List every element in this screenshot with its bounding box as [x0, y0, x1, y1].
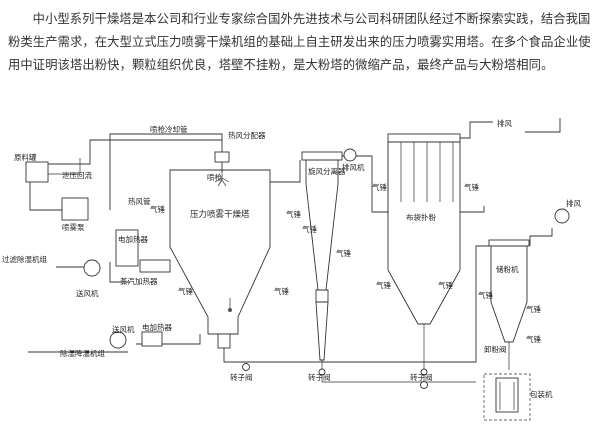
label-cyclone: 旋风分离器: [308, 166, 346, 176]
label-rotary-valve-3: 转子阀: [410, 372, 433, 382]
label-air-hammer: 气锤: [274, 286, 289, 296]
electric-heater-2: [141, 331, 163, 347]
label-exhaust-fan: 排风机: [342, 162, 365, 172]
label-blower-2: 送风机: [112, 324, 135, 334]
air-ducts: [28, 118, 561, 353]
intro-paragraph: 中小型系列干燥塔是本公司和行业专家综合国外先进技术与公司科研团队经过不断探索实践…: [8, 12, 591, 72]
spray-pump: [61, 197, 89, 221]
label-pressure-reflux: 泄压回流: [62, 170, 92, 180]
exhaust-fan: [343, 148, 357, 162]
label-dehumidifier: 除湿降温机组: [60, 348, 105, 358]
label-storage-bin: 储粉机: [496, 264, 519, 274]
blower-1: [83, 259, 101, 277]
raw-material-tank: [25, 161, 49, 183]
label-rotary-valve-1: 转子阀: [230, 372, 253, 382]
rotary-valve-3: [420, 381, 428, 389]
label-spray-gun: 喷枪: [207, 172, 222, 182]
steam-heater: [139, 259, 171, 273]
label-electric-heater-2: 电加热器: [142, 322, 172, 332]
bag-filter: [387, 133, 461, 376]
label-air-hammer: 气锤: [302, 224, 317, 234]
label-air-hammer: 气锤: [150, 204, 165, 214]
electric-heater-1: [115, 229, 139, 267]
label-electric-heater: 电加热器: [118, 234, 148, 244]
label-air-hammer: 气锤: [336, 248, 351, 258]
label-spray-pump: 喷雾泵: [62, 222, 85, 232]
spray-dryer-process-diagram: 喷枪冷却管 热风分配器 排风 排风机 排风 原料罐 泄压回流 喷雾泵 喷枪 热风…: [2, 118, 581, 421]
label-discharge-valve: 卸粉阀: [484, 344, 507, 354]
product-conveying-line: [29, 139, 489, 383]
label-exhaust-top: 排风: [497, 118, 512, 128]
label-bagging-machine: 包装机: [530, 389, 553, 399]
label-filter-dehumidifier: 过滤除湿机组: [2, 254, 47, 264]
storage-bin: [483, 239, 531, 421]
label-hot-air-distributor: 热风分配器: [228, 130, 266, 140]
label-air-hammer: 气锤: [526, 304, 541, 314]
label-air-hammer: 气锤: [478, 290, 493, 300]
label-spray-cooling-pipe: 喷枪冷却管: [150, 124, 188, 134]
label-hot-air-pipe: 热风管: [128, 196, 151, 206]
label-blower: 送风机: [76, 288, 99, 298]
label-air-hammer: 气锤: [178, 286, 193, 296]
exhaust-fan-right: [554, 208, 570, 224]
blower-2: [109, 331, 127, 349]
spray-drying-tower: [169, 151, 271, 349]
label-air-hammer: 气锤: [438, 280, 453, 290]
label-rotary-valve-2: 转子阀: [308, 372, 331, 382]
label-steam-heater: 蒸汽加热器: [120, 276, 158, 286]
rotary-valve-1: [242, 363, 250, 371]
label-air-hammer: 气锤: [372, 182, 387, 192]
label-air-hammer: 气锤: [526, 334, 541, 344]
label-air-hammer: 气锤: [464, 182, 479, 192]
label-exhaust-right: 排风: [566, 198, 581, 208]
label-raw-material-tank: 原料罐: [14, 152, 37, 162]
label-bag-filter: 布袋扑粉: [406, 212, 436, 222]
cyclone-separator: [301, 151, 343, 376]
label-air-hammer: 气锤: [286, 209, 301, 219]
label-air-hammer: 气锤: [376, 280, 391, 290]
label-tower: 压力喷雾干燥塔: [190, 209, 250, 220]
